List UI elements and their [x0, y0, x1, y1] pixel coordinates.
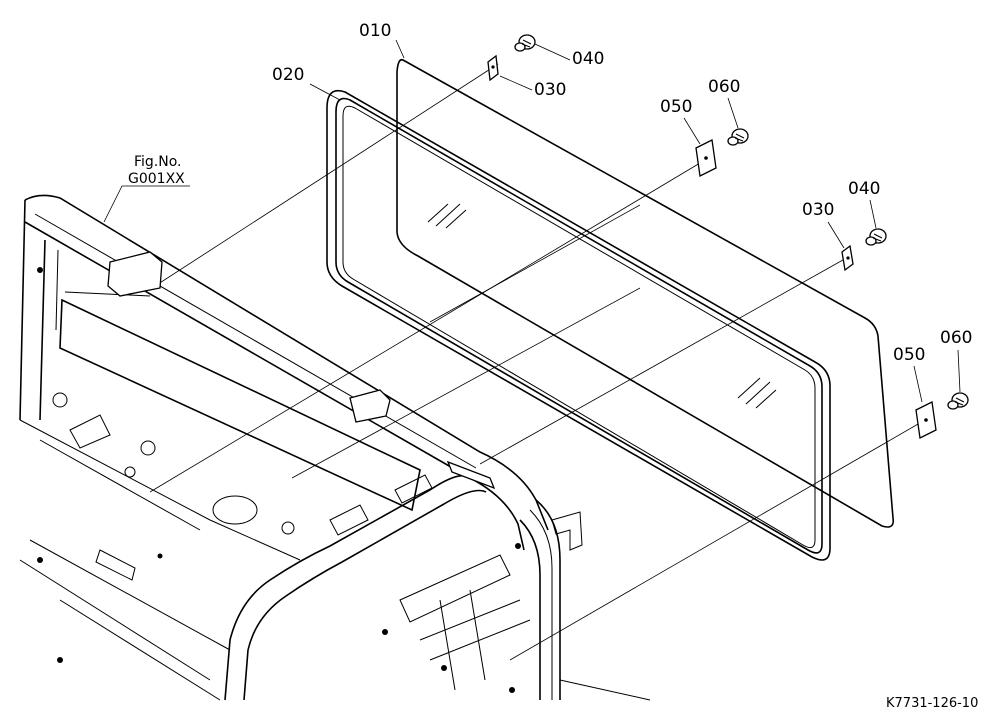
- callout-060-lower: 060: [940, 328, 972, 348]
- callout-030-lower: 030: [802, 200, 834, 220]
- bracket-050-lower: [915, 401, 937, 439]
- fig-ref-leader: [103, 185, 190, 223]
- callout-030-upper: 030: [534, 80, 566, 100]
- bolt-060-lower: [947, 392, 969, 410]
- bolt-040-lower: [865, 228, 887, 246]
- bolt-040-upper: [514, 34, 536, 52]
- rear-glass-010: [396, 58, 895, 528]
- callout-040-lower: 040: [848, 179, 880, 199]
- callout-050-upper: 050: [660, 97, 692, 117]
- callout-060-upper: 060: [708, 77, 740, 97]
- fig-ref-line2: G001XX: [128, 171, 185, 187]
- bolt-060-upper: [727, 128, 749, 146]
- cab-frame: [19, 194, 651, 701]
- bracket-030-lower: [841, 244, 854, 272]
- weatherstrip-020: [326, 89, 831, 561]
- fig-ref-line1: Fig.No.: [134, 154, 182, 170]
- bracket-050-upper: [695, 139, 717, 177]
- drawing-code: K7731-126-10: [886, 696, 978, 711]
- callout-020: 020: [272, 65, 304, 85]
- assembly-lines: [149, 63, 926, 661]
- bracket-030-upper: [487, 54, 499, 82]
- callout-050-lower: 050: [893, 345, 925, 365]
- callout-010: 010: [359, 21, 391, 41]
- callout-040-upper: 040: [572, 49, 604, 69]
